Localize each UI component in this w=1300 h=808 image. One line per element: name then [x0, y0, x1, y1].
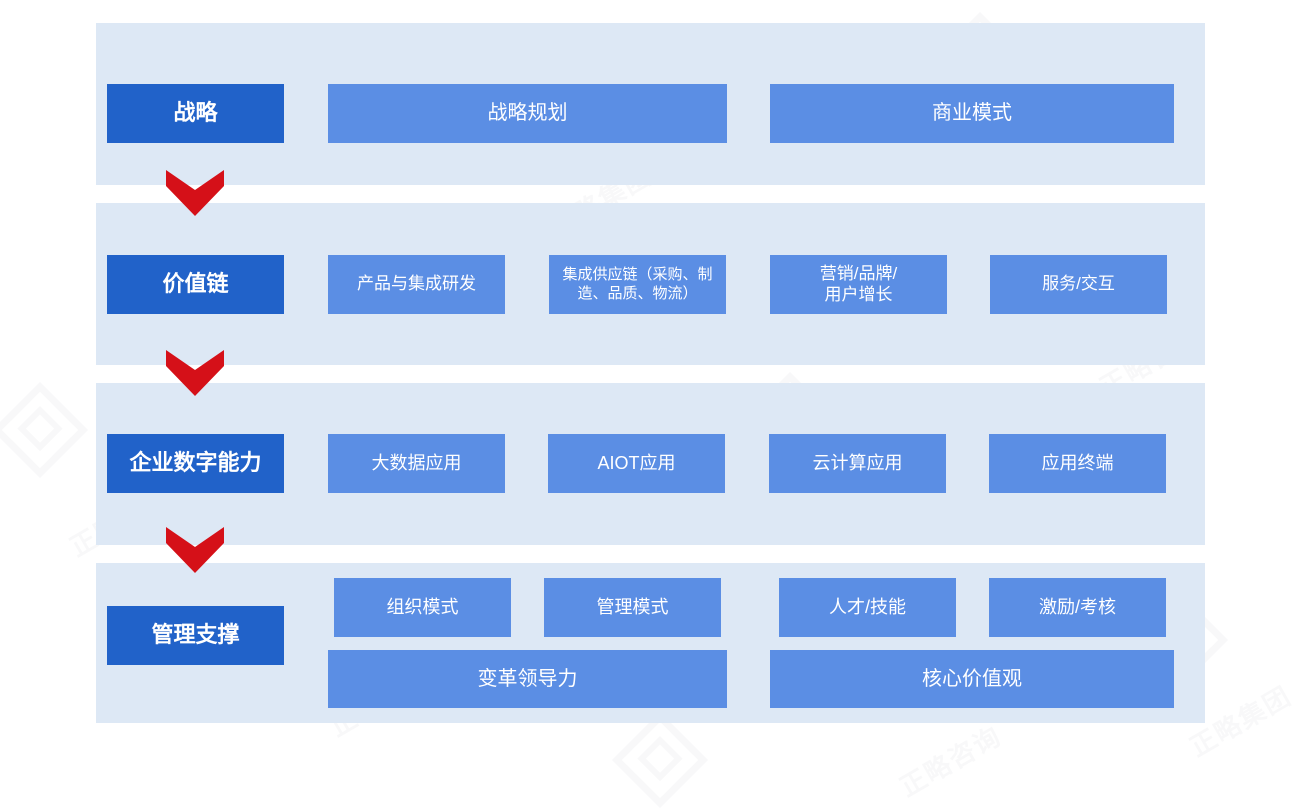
box-marketing-brand-growth-label: 营销/品牌/ 用户增长: [819, 263, 898, 304]
arrow-value-chain-to-digital-capability: [166, 350, 224, 396]
box-incentive-assessment[interactable]: 激励/考核: [989, 578, 1166, 637]
box-management-model[interactable]: 管理模式: [544, 578, 721, 637]
box-big-data-application[interactable]: 大数据应用: [328, 434, 505, 493]
box-talent-skills[interactable]: 人才/技能: [779, 578, 956, 637]
box-product-rd[interactable]: 产品与集成研发: [328, 255, 505, 314]
row-label-digital-capability[interactable]: 企业数字能力: [107, 434, 284, 493]
box-marketing-brand-growth[interactable]: 营销/品牌/ 用户增长: [770, 255, 947, 314]
row-label-strategy[interactable]: 战略: [107, 84, 284, 143]
box-service-interaction[interactable]: 服务/交互: [990, 255, 1167, 314]
box-core-values[interactable]: 核心价值观: [770, 650, 1174, 708]
box-change-leadership[interactable]: 变革领导力: [328, 650, 727, 708]
transformation-framework-diagram: 战略 战略规划 商业模式 价值链 产品与集成研发 集成供应链（采购、制造、品质、…: [96, 23, 1205, 723]
box-application-terminal[interactable]: 应用终端: [989, 434, 1166, 493]
box-business-model[interactable]: 商业模式: [770, 84, 1174, 143]
box-aiot-application[interactable]: AIOT应用: [548, 434, 725, 493]
box-strategy-planning[interactable]: 战略规划: [328, 84, 727, 143]
row-label-management-support[interactable]: 管理支撑: [107, 606, 284, 665]
arrow-strategy-to-value-chain: [166, 170, 224, 216]
box-integrated-supply-chain[interactable]: 集成供应链（采购、制造、品质、物流）: [549, 255, 726, 314]
box-cloud-computing-application[interactable]: 云计算应用: [769, 434, 946, 493]
arrow-digital-capability-to-management-support: [166, 527, 224, 573]
box-organization-model[interactable]: 组织模式: [334, 578, 511, 637]
row-label-value-chain[interactable]: 价值链: [107, 255, 284, 314]
